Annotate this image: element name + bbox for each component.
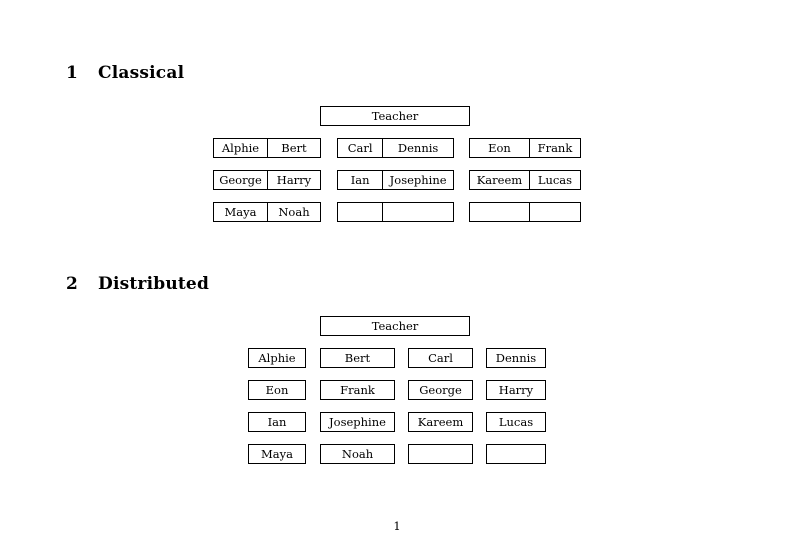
student-box: Josephine bbox=[320, 412, 395, 432]
student-cell: Bert bbox=[266, 139, 320, 157]
student-cell: Frank bbox=[528, 139, 580, 157]
student-cell-empty bbox=[470, 203, 529, 221]
page-number: 1 bbox=[393, 519, 401, 533]
section-heading-distributed: 2 Distributed bbox=[66, 274, 209, 294]
student-box: Carl bbox=[408, 348, 473, 368]
student-pair-row: Eon Frank bbox=[469, 138, 581, 158]
student-box: Frank bbox=[320, 380, 395, 400]
student-box: Maya bbox=[248, 444, 306, 464]
student-pair-row: Kareem Lucas bbox=[469, 170, 581, 190]
student-pair-row: Alphie Bert bbox=[213, 138, 321, 158]
student-cell: Josephine bbox=[382, 171, 453, 189]
student-cell: Alphie bbox=[221, 141, 260, 155]
section-title: Distributed bbox=[98, 274, 210, 294]
section-number: 2 bbox=[66, 274, 79, 294]
student-cell: Eon bbox=[488, 141, 511, 155]
student-box: Alphie bbox=[248, 348, 306, 368]
student-cell: Ian bbox=[350, 173, 370, 187]
student-cell-empty bbox=[528, 203, 580, 221]
student-cell: Harry bbox=[266, 171, 320, 189]
student-box: George bbox=[408, 380, 473, 400]
student-cell-empty bbox=[338, 203, 382, 221]
student-pair-row: Ian Josephine bbox=[337, 170, 454, 190]
student-box: Lucas bbox=[486, 412, 546, 432]
student-box: Harry bbox=[486, 380, 546, 400]
teacher-box-classical: Teacher bbox=[320, 106, 470, 126]
student-box: Dennis bbox=[486, 348, 546, 368]
student-pair-row: Maya Noah bbox=[213, 202, 321, 222]
student-cell: George bbox=[219, 173, 262, 187]
student-cell: Kareem bbox=[476, 173, 523, 187]
student-pair-row-empty bbox=[469, 202, 581, 222]
student-cell: Lucas bbox=[528, 171, 580, 189]
student-pair-row: George Harry bbox=[213, 170, 321, 190]
student-cell-empty bbox=[382, 203, 453, 221]
student-box-empty bbox=[408, 444, 473, 464]
section-heading-classical: 1 Classical bbox=[66, 63, 184, 83]
student-box: Ian bbox=[248, 412, 306, 432]
student-box-empty bbox=[486, 444, 546, 464]
student-box: Eon bbox=[248, 380, 306, 400]
student-pair-row-empty bbox=[337, 202, 454, 222]
student-box: Noah bbox=[320, 444, 395, 464]
student-cell: Maya bbox=[224, 205, 257, 219]
student-cell: Dennis bbox=[382, 139, 453, 157]
student-box: Kareem bbox=[408, 412, 473, 432]
student-box: Bert bbox=[320, 348, 395, 368]
section-number: 1 bbox=[66, 63, 79, 83]
section-title: Classical bbox=[98, 63, 185, 83]
student-cell: Noah bbox=[266, 203, 320, 221]
teacher-box-distributed: Teacher bbox=[320, 316, 470, 336]
student-pair-row: Carl Dennis bbox=[337, 138, 454, 158]
student-cell: Carl bbox=[347, 141, 373, 155]
